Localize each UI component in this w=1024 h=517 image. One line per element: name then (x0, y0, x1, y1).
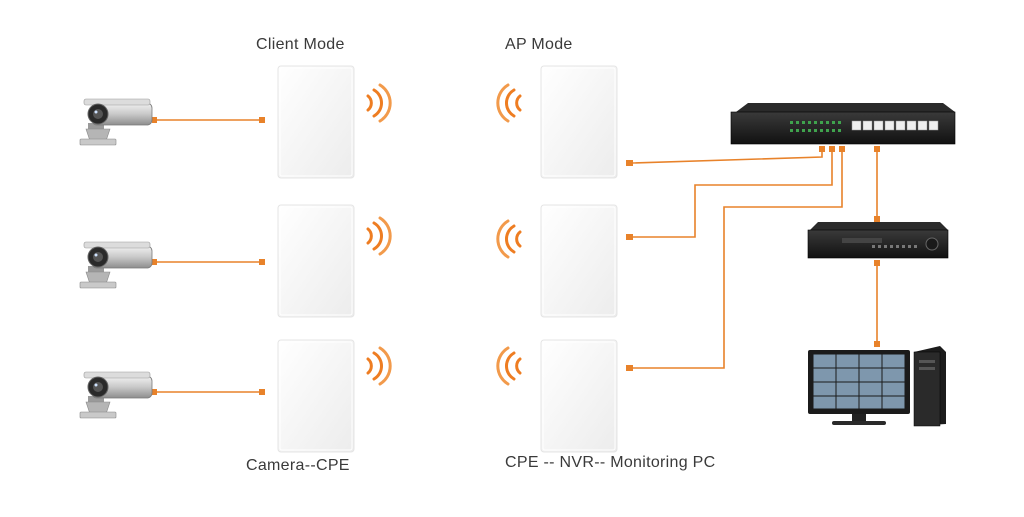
wifi-signal-icon (366, 216, 392, 256)
security-camera-icon (79, 371, 153, 419)
security-camera-icon (79, 241, 153, 289)
ap-mode-label: AP Mode (505, 36, 573, 53)
client-mode-label: Client Mode (256, 36, 345, 53)
security-camera-icon (79, 98, 153, 146)
cable-plugs (152, 117, 880, 395)
cpe-antenna-icon (277, 204, 355, 318)
nvr-recorder-icon (807, 222, 949, 259)
cable-ap-2 (632, 150, 833, 238)
cable-ap-3 (632, 150, 843, 369)
wifi-signal-icon (366, 83, 392, 123)
wifi-signal-icon (366, 346, 392, 386)
camera-cpe-label: Camera--CPE (246, 457, 350, 474)
cpe-antenna-icon (277, 339, 355, 453)
wifi-signal-icon (496, 83, 522, 123)
cpe-antenna-icon (540, 339, 618, 453)
network-switch-icon (730, 103, 956, 145)
wifi-signal-icon (496, 346, 522, 386)
cable-ap-1 (631, 150, 823, 164)
cpe-antenna-icon (277, 65, 355, 179)
wifi-signal-icon (496, 219, 522, 259)
cpe-antenna-icon (540, 204, 618, 318)
cables (155, 119, 878, 393)
cpe-antenna-icon (540, 65, 618, 179)
monitoring-pc-icon (808, 346, 946, 427)
cpe-nvr-pc-label: CPE -- NVR-- Monitoring PC (505, 454, 716, 471)
